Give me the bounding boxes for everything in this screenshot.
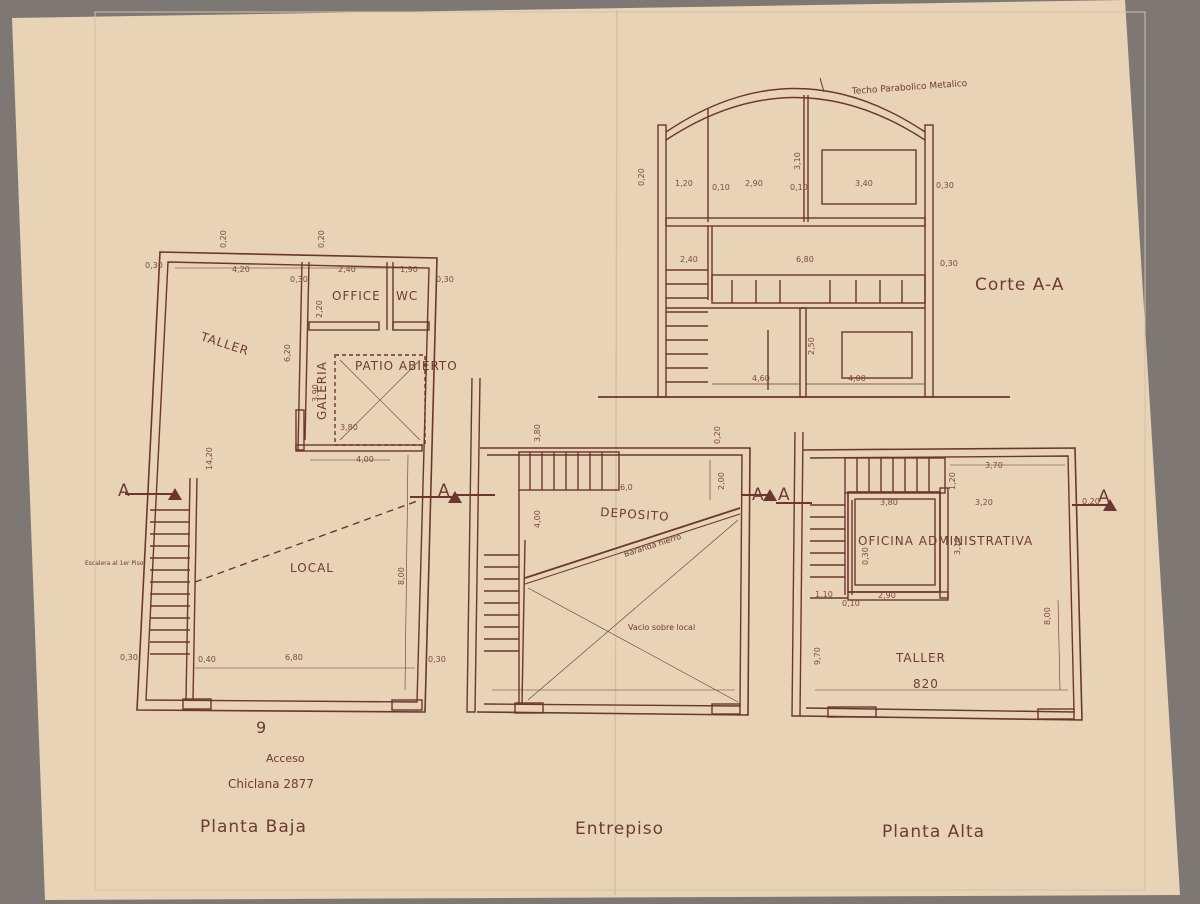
dim-label: 2,00 [717, 472, 726, 490]
planta-baja-title: Planta Baja [200, 817, 307, 837]
stair-note: Escalera al 1er Piso [85, 560, 144, 567]
dim-label: 3,40 [855, 179, 873, 188]
dim-label: 0,20 [637, 168, 646, 186]
dim-label: 0,30 [120, 653, 138, 662]
dim-label: 0,30 [436, 275, 454, 284]
dim-label: 4,60 [752, 374, 770, 383]
dim-label: 0,40 [198, 655, 216, 664]
room-label-patio: PATIO ABIERTO [355, 359, 458, 373]
dim-label: 0,30 [940, 259, 958, 268]
dim-label: 1,20 [948, 472, 957, 490]
address-label: Chiclana 2877 [228, 777, 314, 791]
dim-label: 0,20 [1082, 497, 1100, 506]
dim-label: 0,20 [713, 426, 722, 444]
dim-label: 6,20 [283, 344, 292, 362]
room-label-galeria: GALERIA [315, 361, 329, 420]
section-marker-pa-left: A [778, 485, 791, 505]
dim-label: 4,20 [232, 265, 250, 274]
dim-label: 0,30 [290, 275, 308, 284]
dim-label: 6,80 [285, 653, 303, 662]
dim-label: 8,00 [397, 567, 406, 585]
access-label: Acceso [266, 752, 305, 765]
dim-label: 0,30 [861, 547, 870, 565]
dim-label: 4,00 [533, 510, 542, 528]
room-label-wc: WC [396, 289, 418, 303]
section-marker-pb-right: A [438, 481, 451, 501]
planta-baja-drawing [125, 251, 455, 713]
dim-label: 3,80 [340, 423, 358, 432]
dim-label: 14,20 [205, 447, 214, 470]
room-label-office: OFFICE [332, 289, 381, 303]
dim-label: 0,10 [790, 183, 808, 192]
section-title: Corte A-A [975, 275, 1064, 295]
dim-label: 0,20 [317, 230, 326, 248]
section-marker-ep-right: A [752, 485, 765, 505]
dim-label: 2,20 [315, 300, 324, 318]
dim-label: 2,40 [338, 265, 356, 274]
dim-label: 4,00 [848, 374, 866, 383]
room-label-local: LOCAL [290, 561, 334, 575]
dim-label: 6,0 [620, 483, 633, 492]
dim-label: 2,40 [680, 255, 698, 264]
entry-number: 9 [256, 718, 266, 737]
dim-label: 0,30 [936, 181, 954, 190]
dim-label: 6,80 [796, 255, 814, 264]
dim-label: 0,30 [428, 655, 446, 664]
room-label-oficina: OFICINA ADMINISTRATIVA [858, 534, 1033, 548]
room-label-deposito: DEPOSITO [600, 505, 670, 524]
dim-label: 2,50 [807, 337, 816, 355]
entrepiso-drawing [455, 377, 770, 716]
room-label-taller-pa: TALLER [895, 651, 946, 665]
dim-label: 8,00 [1043, 607, 1052, 625]
paper-border [94, 11, 1146, 891]
dim-label: 3,90 [311, 384, 320, 402]
dim-label: 0,10 [842, 599, 860, 608]
dim-label: 2,90 [745, 179, 763, 188]
dim-label: 3,10 [953, 537, 962, 555]
dim-label: 1,90 [400, 265, 418, 274]
dim-label: 0,10 [712, 183, 730, 192]
dim-label: 0,30 [145, 261, 163, 270]
planta-alta-drawing [776, 431, 1110, 721]
dim-label: 3,20 [975, 498, 993, 507]
entrepiso-title: Entrepiso [575, 819, 664, 839]
void-label: Vacio sobre local [628, 623, 695, 632]
dim-label: 9,70 [813, 647, 822, 665]
dim-label: 3,80 [533, 424, 542, 442]
planta-alta-title: Planta Alta [882, 822, 985, 842]
dim-label: 3,10 [793, 152, 802, 170]
dim-label: 1,20 [675, 179, 693, 188]
dim-label: 3,70 [985, 461, 1003, 470]
paper [12, 0, 1180, 900]
dim-label: 4,00 [356, 455, 374, 464]
dim-label: 0,20 [219, 230, 228, 248]
taller-dim: 820 [913, 677, 939, 691]
section-marker-pb-left: A [118, 481, 131, 501]
section-marker-pa-right: A [1098, 487, 1111, 507]
dim-label: 1,10 [815, 590, 833, 599]
section-drawing [598, 77, 1010, 398]
dim-label: 2,90 [878, 591, 896, 600]
section-arrows [168, 488, 1117, 511]
dim-label: 3,80 [880, 498, 898, 507]
